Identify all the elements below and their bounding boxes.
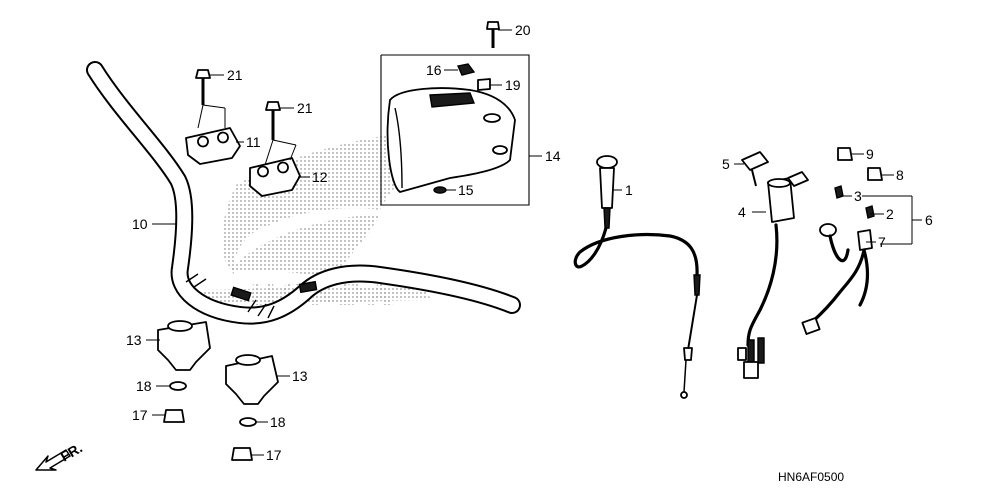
front-direction-arrow: FR.	[35, 439, 85, 471]
callout-6: 6	[862, 195, 933, 245]
svg-text:17: 17	[132, 407, 148, 423]
washer-18-b	[239, 417, 257, 427]
callout-2: 2	[870, 206, 894, 222]
svg-text:7: 7	[878, 234, 886, 250]
nut-17-a	[163, 409, 185, 423]
washer-18-a	[169, 381, 187, 391]
callout-4: 4	[738, 204, 766, 220]
svg-text:21: 21	[227, 67, 243, 83]
callout-13-a: 13	[126, 332, 160, 348]
switch-parts-2-3	[834, 185, 875, 219]
callout-21-b: 21	[280, 100, 313, 116]
bolt-21-a	[195, 69, 226, 129]
svg-text:2: 2	[886, 206, 894, 222]
svg-text:3: 3	[854, 188, 862, 204]
clip-16	[457, 63, 476, 76]
svg-text:21: 21	[297, 100, 313, 116]
svg-text:8: 8	[896, 167, 904, 183]
callout-1: 1	[612, 182, 633, 198]
callout-17-a: 17	[132, 407, 166, 423]
svg-text:13: 13	[292, 368, 308, 384]
callout-15: 15	[446, 182, 474, 198]
svg-text:4: 4	[738, 204, 746, 220]
callout-7: 7	[866, 234, 886, 250]
callout-12: 12	[298, 169, 328, 185]
svg-text:10: 10	[132, 216, 148, 232]
callout-18-b: 18	[256, 414, 286, 430]
svg-text:11: 11	[246, 134, 261, 150]
handlebar	[86, 61, 521, 325]
svg-text:13: 13	[126, 332, 142, 348]
callout-9: 9	[852, 146, 874, 162]
switch-assembly-7	[801, 223, 873, 335]
svg-text:20: 20	[515, 22, 531, 38]
callout-14: 14	[529, 148, 561, 164]
callout-20: 20	[498, 22, 531, 38]
upper-holder-11	[185, 127, 241, 165]
callout-8: 8	[882, 167, 904, 183]
callout-18-a: 18	[136, 378, 170, 394]
svg-text:9: 9	[866, 146, 874, 162]
bolt-21-b	[264, 101, 297, 166]
diagram-code: HN6AF0500	[778, 470, 844, 484]
callout-17-b: 17	[252, 447, 282, 463]
svg-text:12: 12	[312, 169, 328, 185]
svg-text:18: 18	[136, 378, 152, 394]
lower-holder-13-a	[157, 320, 211, 371]
clip-15	[433, 186, 447, 194]
screw-20	[486, 21, 500, 48]
callout-21-a: 21	[210, 67, 243, 83]
callout-10: 10	[132, 216, 176, 232]
grommet-8	[867, 167, 883, 181]
svg-text:18: 18	[270, 414, 286, 430]
choke-cable-1	[573, 155, 701, 399]
lower-holder-13-b	[225, 354, 279, 405]
callout-3: 3	[840, 188, 862, 204]
grommet-19	[477, 78, 491, 91]
svg-text:6: 6	[925, 212, 933, 228]
callout-19: 19	[490, 77, 521, 93]
ignition-switch-4	[737, 177, 795, 379]
callout-16: 16	[426, 62, 458, 78]
svg-text:1: 1	[625, 182, 633, 198]
svg-text:14: 14	[545, 148, 561, 164]
callout-5: 5	[722, 156, 744, 172]
callout-11: 11	[236, 134, 261, 150]
svg-text:17: 17	[266, 447, 282, 463]
svg-text:19: 19	[505, 77, 521, 93]
upper-holder-12	[249, 157, 301, 197]
svg-text:15: 15	[458, 182, 474, 198]
svg-text:5: 5	[722, 156, 730, 172]
key-5	[741, 151, 809, 187]
grommet-9	[837, 147, 853, 161]
svg-text:16: 16	[426, 62, 442, 78]
handlebar-cover-14	[380, 54, 530, 206]
callout-13-b: 13	[276, 368, 308, 384]
nut-17-b	[231, 447, 253, 461]
